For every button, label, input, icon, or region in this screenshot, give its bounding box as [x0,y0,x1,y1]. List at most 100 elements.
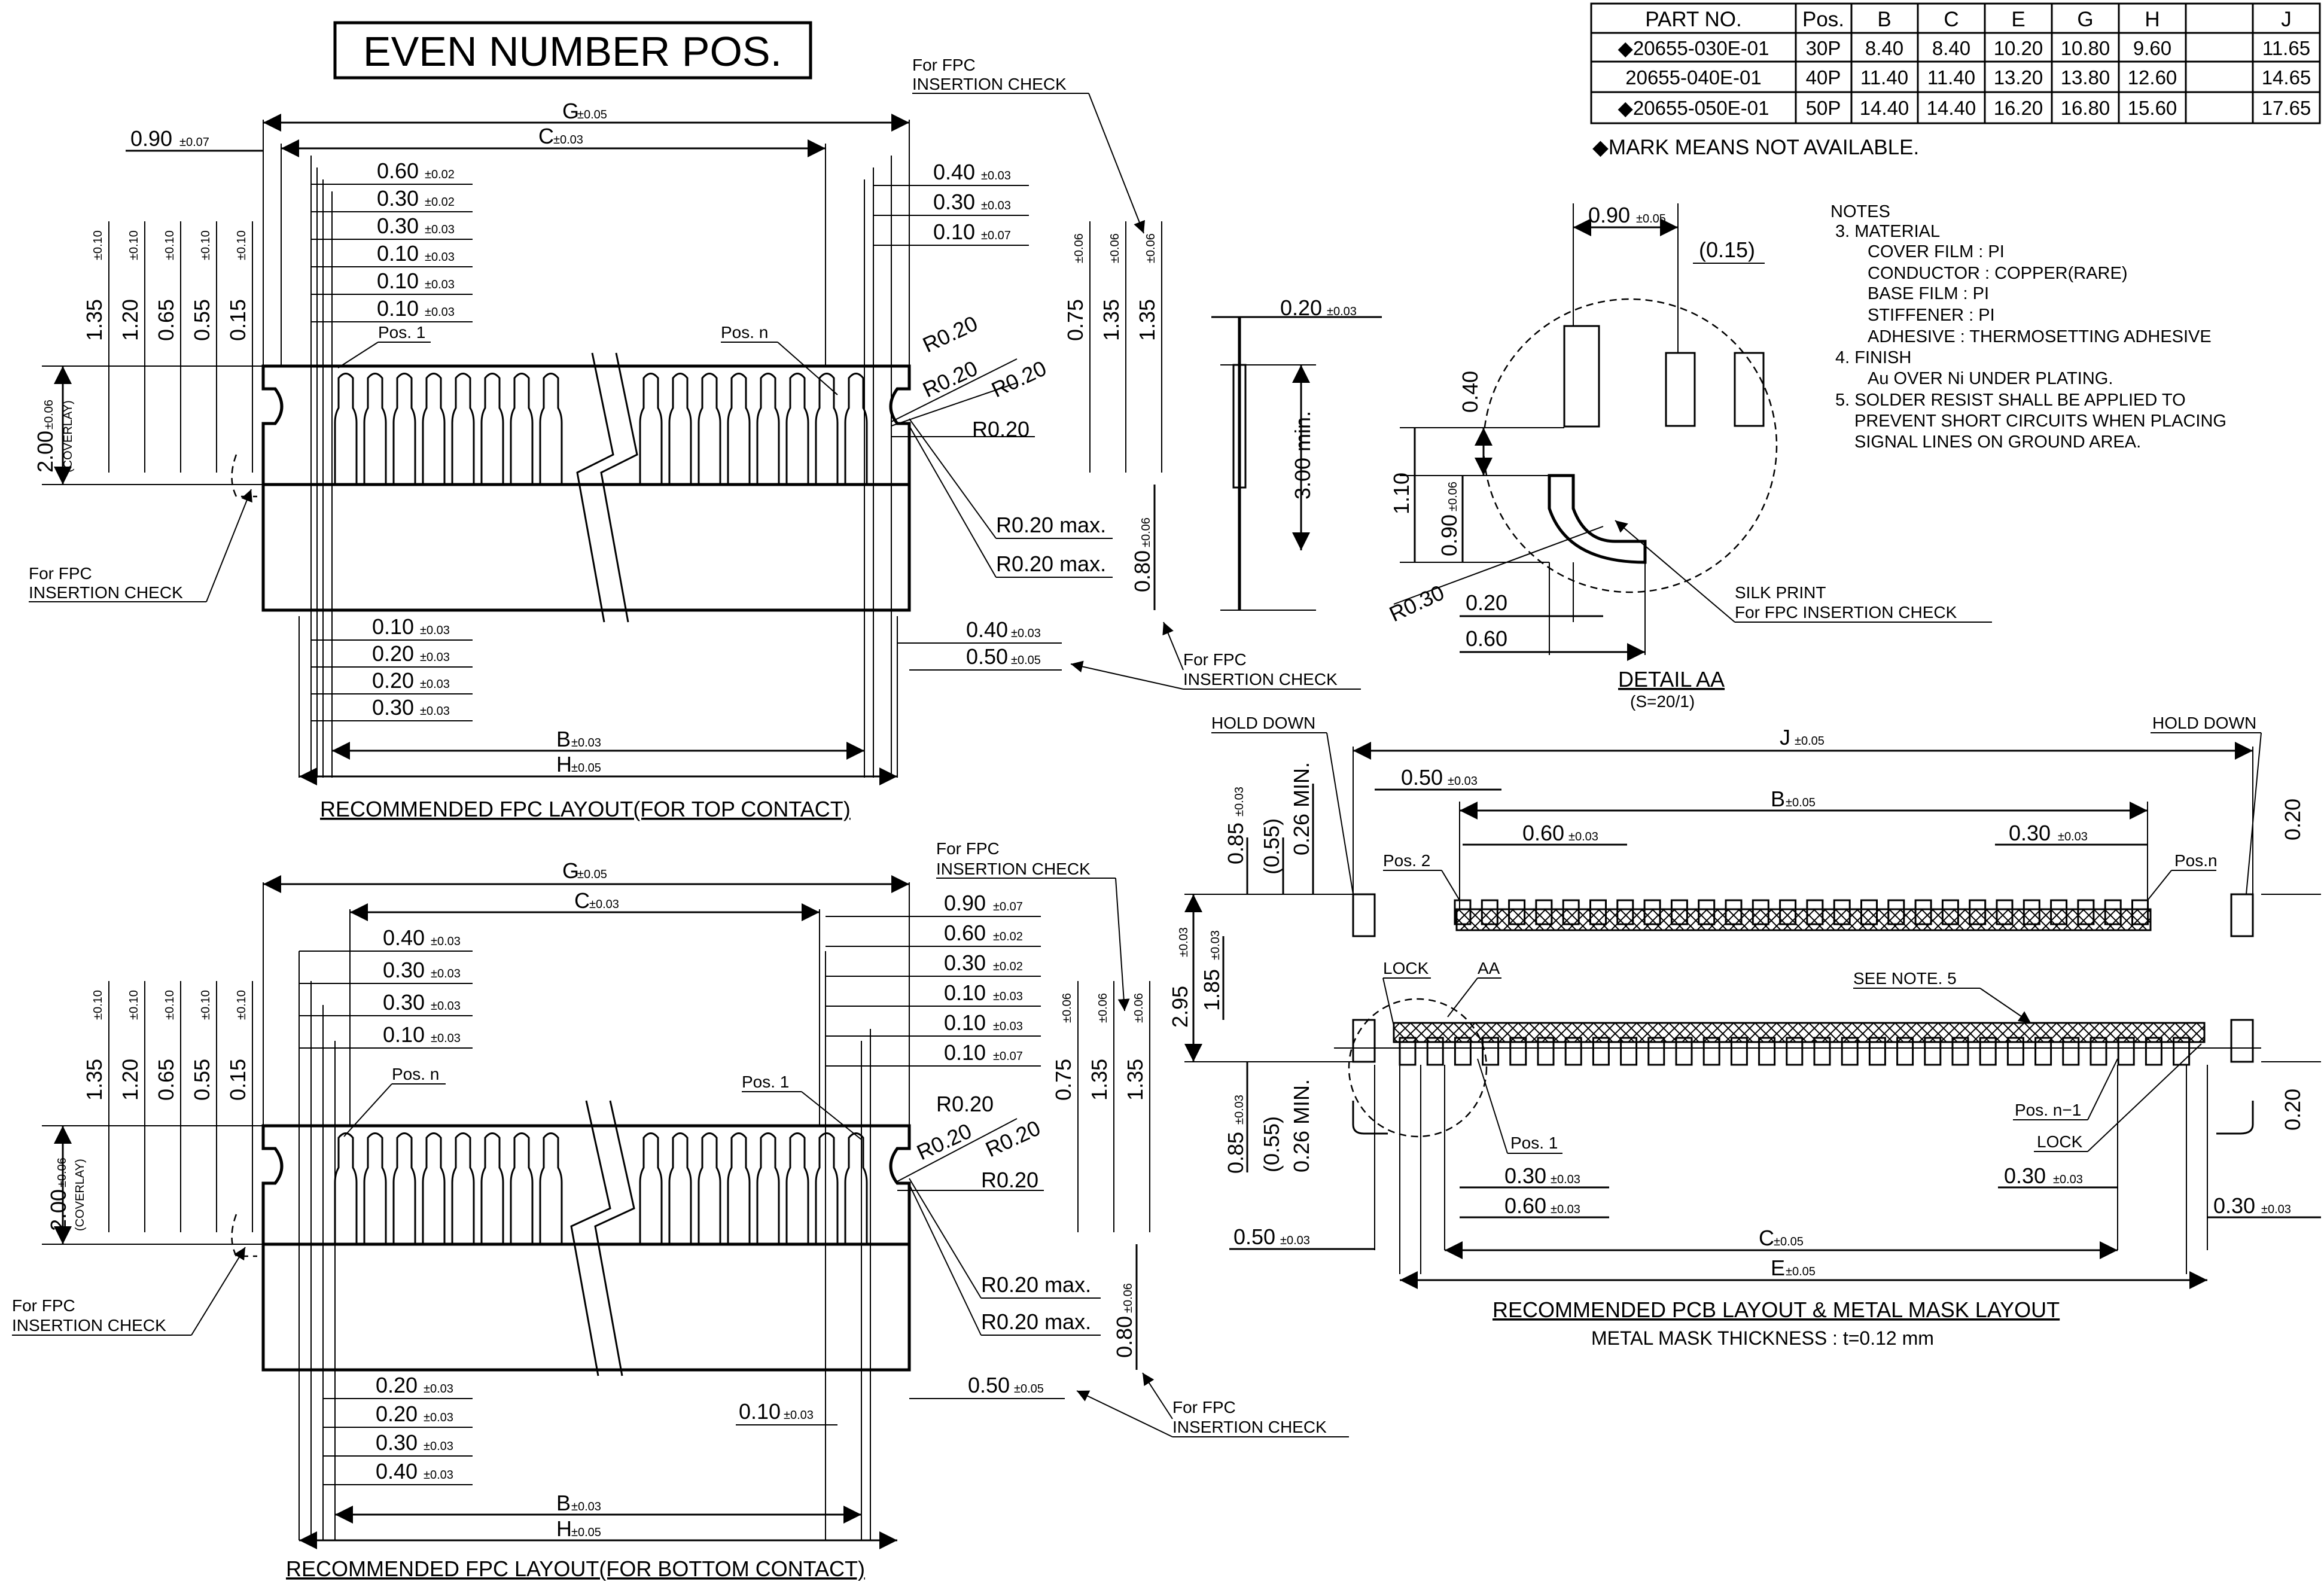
pcb-pad [2023,899,2040,925]
table-footnote: ◆MARK MEANS NOT AVAILABLE. [1592,136,1919,159]
pcb-pad [1941,899,1959,925]
contact-finger [392,373,416,486]
table-cell: 11.65 [2262,37,2310,59]
table-row: 20655-040E-01 [1625,66,1762,89]
pcb-pad [2077,899,2095,925]
contact-finger [697,1132,721,1245]
tol: ±0.06 [1061,993,1074,1023]
contact-finger [451,373,475,486]
pcb-v185: 1.85 [1199,969,1224,1011]
bottom-fpc-layout: G ±0.05 C ±0.03 0.40±0.030.30±0.030.30±0… [12,839,1349,1581]
pcb-pad-row [1454,899,2149,925]
table-header-g: G [2077,8,2093,31]
pcb-pad [1786,1037,1804,1066]
tol: ±0.02 [425,196,455,209]
coverlay-label: (COVERLAY) [74,1159,87,1231]
fpc-check-label: INSERTION CHECK [936,860,1091,878]
tol: ±0.10 [92,230,105,260]
table-cell: 12.60 [2128,66,2177,89]
contact-finger [510,1132,534,1245]
pcb-pad [1868,1037,1886,1066]
table-header-pos: Pos. [1802,8,1844,31]
note-line: 3. MATERIAL [1835,222,1940,241]
contact-finger [510,373,534,486]
tol: ±0.06 [1140,517,1153,547]
pcb-pad [1675,1037,1693,1066]
dim-label: 0.20 [372,668,414,693]
tol: ±0.03 [431,935,461,948]
pcb-dim: 0.60 [1504,1193,1546,1218]
pcb-pad [1482,1037,1500,1066]
detail-scale: (S=20/1) [1630,692,1695,711]
contact-finger [668,373,692,486]
pos-n-label: Pos. n [392,1065,439,1083]
side-view: 0.20 ±0.03 3.00 min. [1211,296,1382,611]
dim-label: 1.20 [118,1059,142,1101]
dim-label: 1.35 [1099,299,1123,341]
dim-h: H [556,1516,572,1541]
tol: ±0.03 [571,1500,601,1513]
tol: ±0.03 [431,967,461,980]
pcb-pad [1508,899,1526,925]
tol: ±0.03 [1448,775,1478,788]
note-line: SIGNAL LINES ON GROUND AREA. [1854,432,2141,452]
table-header-c: C [1944,8,1959,31]
pcb-pad [1698,899,1716,925]
tol: ±0.07 [993,900,1023,913]
pcb-pad [1813,1037,1831,1066]
table-cell: 40P [1806,66,1841,89]
dim-label: 0.10 [944,1040,986,1065]
contact-finger [422,1132,446,1245]
tol: ±0.03 [425,223,455,236]
dim-height: 2.00 [33,431,57,473]
part-table: PART NO. Pos. B C E G H J ◆20655-030E-01… [1590,2,2321,159]
tol: ±0.10 [235,990,248,1020]
fpc-check-label: For FPC [29,564,92,583]
dim-label: 0.20 [372,641,414,666]
dim-label: 0.10 [377,269,419,293]
radius-label: R0.20 [913,1118,975,1165]
tol: ±0.06 [56,1157,69,1187]
tol: ±0.03 [431,1032,461,1045]
tol: ±0.02 [993,960,1023,973]
dim-label: 0.60 [377,159,419,183]
pcb-pad [2062,1037,2080,1066]
pcb-pad [2090,1037,2107,1066]
pcb-dim: 0.30 [2213,1193,2255,1218]
tol: ±0.03 [981,199,1011,212]
dim-g: G [562,99,579,123]
table-cell: 11.40 [1860,66,1908,89]
tol: ±0.05 [577,868,607,881]
pos-n-label: Pos. n [721,323,768,342]
pcb-dim: 0.50 [1233,1224,1275,1249]
dim-label: 0.30 [377,214,419,238]
dim-label: 0.10 [944,1010,986,1035]
hold-down-label: HOLD DOWN [2152,714,2256,732]
dim-label: 0.10 [372,614,414,639]
pcb-pad [1924,1037,1942,1066]
dim-label: 0.40 [933,160,975,184]
tol: ±0.06 [1446,482,1460,511]
pcb-pad [2104,899,2122,925]
dim-label: 0.65 [154,299,178,341]
pcb-pad [2131,899,2149,925]
pcb-pad [1592,1037,1610,1066]
note-line: ADHESIVE : THERMOSETTING ADHESIVE [1868,327,2212,346]
detail-h040: 0.40 [1458,371,1482,413]
table-cell: 30P [1806,37,1841,59]
pcb-pad [1779,899,1797,925]
pcb-dim-c: C [1759,1226,1774,1250]
note-line: BASE FILM : PI [1868,284,1989,303]
tol: ±0.03 [1568,830,1598,843]
tol: ±0.03 [425,278,455,291]
detail-width: 0.90 [1588,203,1630,227]
dim-height: 2.00 [46,1189,71,1231]
dim-label: 0.10 [383,1022,425,1047]
tol: ±0.03 [2261,1203,2291,1216]
pcb-v026: 0.26 MIN. [1289,762,1314,855]
table-header-b: B [1877,8,1891,31]
radius-label: R0.20 [972,417,1029,441]
tol: ±0.03 [981,169,1011,182]
pcb-dim-e: E [1771,1256,1785,1280]
tol: ±0.02 [425,168,455,181]
